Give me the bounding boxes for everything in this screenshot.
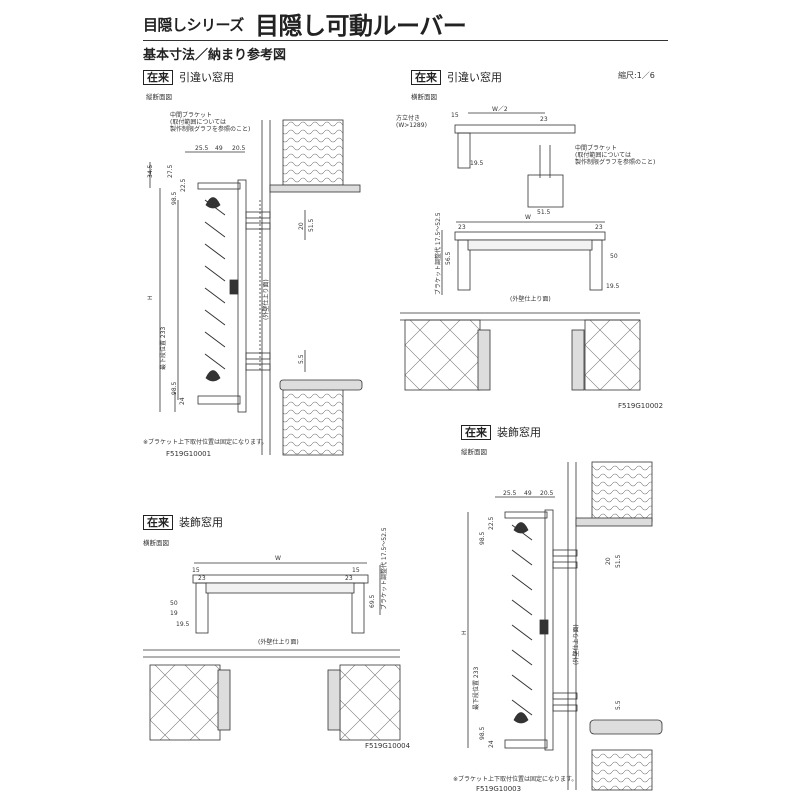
title-divider bbox=[143, 40, 668, 41]
section-4-tag: 在来 bbox=[143, 514, 173, 530]
dim-51-5-top: 51.5 bbox=[308, 218, 315, 232]
bracket-note-2c: 製作制限グラフを参照のこと) bbox=[575, 158, 655, 166]
overlap-note-b: (W>1289) bbox=[396, 122, 427, 129]
dim-27-5: 27.5 bbox=[167, 164, 174, 178]
bracket-note-2a: 中間ブラケット bbox=[575, 144, 617, 152]
dim-25-5-s3: 25.5 bbox=[503, 490, 517, 497]
section-2-view: 横断面図 bbox=[411, 93, 437, 101]
bracket-note-2b: (取付範囲については bbox=[575, 151, 631, 159]
dim-15-s4b: 15 bbox=[352, 567, 360, 574]
scale-label: 縮尺:1／6 bbox=[618, 71, 655, 80]
dim-98-5-s3a: 98.5 bbox=[479, 531, 486, 545]
outer-wall-label-1: (外壁仕上り面) bbox=[262, 279, 270, 320]
dim-49: 49 bbox=[215, 145, 223, 152]
overlap-note-a: 方立付き bbox=[396, 114, 420, 122]
section-4-labels: W 15 15 23 23 50 19 19.5 ブラケット調整代 17.5〜5… bbox=[170, 527, 388, 646]
dim-19-s4: 19 bbox=[170, 610, 178, 617]
section-1-drawing bbox=[149, 119, 363, 456]
dim-22-5-s3: 22.5 bbox=[488, 516, 495, 530]
bracket-note-1c: 製作制限グラフを参照のこと) bbox=[170, 125, 250, 133]
section-3-name: 装飾窓用 bbox=[497, 426, 541, 439]
dim-51-5-s2: 51.5 bbox=[537, 209, 551, 216]
dim-19-5-s4: 19.5 bbox=[176, 621, 190, 628]
outer-wall-label-3: (外壁仕上り面) bbox=[572, 624, 580, 665]
dim-bracket-pos-s3: 最下段位置 233 bbox=[472, 666, 480, 710]
dim-20-5-s3: 20.5 bbox=[540, 490, 554, 497]
bracket-range-s4: ブラケット調整代 17.5〜52.5 bbox=[380, 527, 388, 610]
section-1-note: ※ブラケット上下取付位置は固定になります。 bbox=[143, 439, 268, 446]
section-3-drawing bbox=[467, 461, 663, 791]
dim-23-s4b: 23 bbox=[345, 575, 353, 582]
dim-H-s3: H bbox=[461, 630, 468, 635]
dim-24: 24 bbox=[179, 397, 186, 405]
dim-15-s4a: 15 bbox=[192, 567, 200, 574]
bracket-note-1b: (取付範囲については bbox=[170, 118, 226, 126]
section-3-tag: 在来 bbox=[461, 424, 491, 440]
bracket-note-1a: 中間ブラケット bbox=[170, 111, 212, 119]
section-4-name: 装飾窓用 bbox=[179, 516, 223, 529]
dim-H: H bbox=[147, 295, 154, 300]
page-subtitle: 基本寸法／納まり参考図 bbox=[143, 48, 287, 63]
dim-W-s2: W bbox=[525, 214, 531, 221]
section-2-header: 在来 引違い窓用 bbox=[411, 69, 502, 85]
section-2-code: F519G10002 bbox=[618, 402, 664, 410]
dim-50-s4: 50 bbox=[170, 600, 178, 607]
dim-23-s2a: 23 bbox=[540, 116, 548, 123]
dim-69-5: 69.5 bbox=[369, 594, 376, 608]
section-3-code: F519G10003 bbox=[476, 785, 522, 793]
dim-25-5: 25.5 bbox=[195, 145, 209, 152]
dim-50-s2: 50 bbox=[610, 253, 618, 260]
dim-20-s3: 20 bbox=[605, 557, 612, 565]
dim-23-s2b: 23 bbox=[458, 224, 466, 231]
dim-51-5-s3: 51.5 bbox=[615, 554, 622, 568]
section-4-code: F519G10004 bbox=[365, 742, 411, 750]
section-3-labels: 25.5 49 20.5 22.5 98.5 H 最下段位置 233 98.5 … bbox=[461, 490, 622, 748]
insulation-top bbox=[282, 119, 344, 186]
section-1-view: 縦断面図 bbox=[146, 93, 172, 101]
dim-98-5-s3b: 98.5 bbox=[479, 726, 486, 740]
bracket-range-s2: ブラケット調整代 17.5〜52.5 bbox=[434, 212, 442, 295]
dim-bracket-pos: 最下段位置 233 bbox=[159, 326, 167, 370]
section-3-view: 縦断面図 bbox=[461, 448, 487, 456]
dim-24-s3: 24 bbox=[488, 740, 495, 748]
outer-wall-label-2: (外壁仕上り面) bbox=[510, 295, 551, 303]
section-4-header: 在来 装飾窓用 bbox=[143, 514, 223, 530]
dim-22-5: 22.5 bbox=[180, 178, 187, 192]
insulation-bottom bbox=[282, 384, 344, 456]
dim-23-s4a: 23 bbox=[198, 575, 206, 582]
section-2-drawing bbox=[400, 112, 641, 391]
section-3-header: 在来 装飾窓用 bbox=[461, 424, 541, 440]
dim-98-5-top: 98.5 bbox=[171, 191, 178, 205]
outer-wall-label-4: (外壁仕上り面) bbox=[258, 638, 299, 646]
section-2-labels: W／2 15 23 W 23 23 19.5 19.5 51.5 ブラケット調整… bbox=[396, 106, 655, 303]
dim-15-s2a: 15 bbox=[451, 112, 459, 119]
dim-19-5-s2b: 19.5 bbox=[606, 283, 620, 290]
section-1-tag: 在来 bbox=[143, 69, 173, 85]
section-4-drawing bbox=[143, 562, 401, 741]
dim-W-s4: W bbox=[275, 555, 281, 562]
page-title: 目隠し可動ルーバー bbox=[255, 12, 467, 40]
dim-5-5: 5.5 bbox=[298, 354, 305, 364]
dim-56-5: 56.5 bbox=[445, 251, 452, 265]
section-4-view: 横断面図 bbox=[143, 539, 169, 547]
section-2-tag: 在来 bbox=[411, 69, 441, 85]
dim-19-5-s2a: 19.5 bbox=[470, 160, 484, 167]
dim-34-5: 34.5 bbox=[147, 164, 154, 178]
dim-49-s3: 49 bbox=[524, 490, 532, 497]
dim-98-5-bottom: 98.5 bbox=[171, 381, 178, 395]
dim-20-5: 20.5 bbox=[232, 145, 246, 152]
dim-20-top: 20 bbox=[298, 222, 305, 230]
section-3-note: ※ブラケット上下取付位置は固定になります。 bbox=[453, 776, 578, 783]
dim-23-s2c: 23 bbox=[595, 224, 603, 231]
dim-5-5-s3: 5.5 bbox=[615, 700, 622, 710]
series-title: 目隠しシリーズ bbox=[143, 16, 244, 34]
section-1-header: 在来 引違い窓用 bbox=[143, 69, 234, 85]
section-2-name: 引違い窓用 bbox=[447, 71, 502, 84]
section-1-name: 引違い窓用 bbox=[179, 71, 234, 84]
section-1-labels: 25.5 49 20.5 34.5 27.5 22.5 98.5 H 最下段位置… bbox=[147, 111, 315, 405]
dim-W2: W／2 bbox=[492, 106, 508, 113]
section-1-code: F519G10001 bbox=[166, 450, 212, 458]
